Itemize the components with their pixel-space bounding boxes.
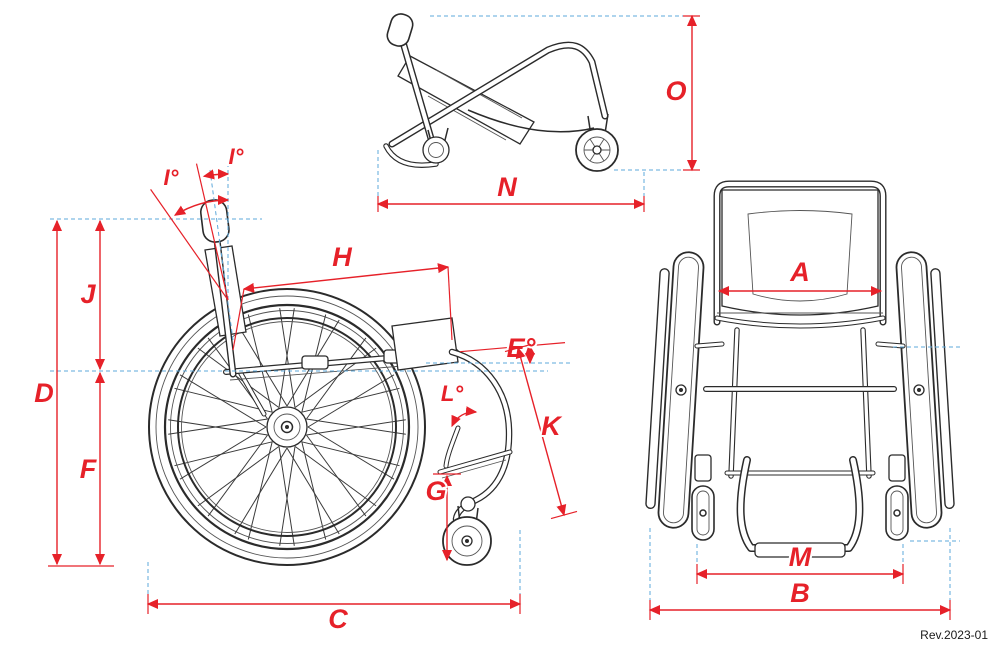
dim-label-l: L° bbox=[441, 381, 463, 406]
dim-label-i-2: I° bbox=[229, 144, 244, 169]
dimension-J: J bbox=[78, 219, 106, 371]
dim-label-f: F bbox=[80, 454, 98, 484]
dim-label-j: J bbox=[80, 279, 96, 309]
dim-label-d: D bbox=[34, 378, 54, 408]
revision-label: Rev.2023-01 bbox=[920, 628, 988, 642]
dim-label-g: G bbox=[425, 476, 446, 506]
dim-label-i-1: I° bbox=[164, 165, 179, 190]
front-view: A M B bbox=[645, 180, 960, 620]
folded-view: N O bbox=[376, 13, 700, 212]
dimension-I: I° I° bbox=[150, 142, 246, 301]
side-view: I° I° D J F H E° L° bbox=[32, 142, 578, 636]
dimension-G: G bbox=[423, 473, 461, 562]
dim-label-c: C bbox=[328, 604, 348, 634]
dimension-N: N bbox=[376, 150, 646, 212]
dimension-F: F bbox=[78, 371, 106, 566]
dim-label-n: N bbox=[497, 172, 517, 202]
dimension-M: M bbox=[695, 540, 905, 584]
dimension-B: B bbox=[648, 576, 952, 620]
dim-label-b: B bbox=[790, 578, 810, 608]
dimension-E: E° bbox=[459, 331, 566, 365]
dim-label-a: A bbox=[789, 257, 810, 287]
dimension-C: C bbox=[146, 594, 522, 636]
dimension-H: H bbox=[232, 240, 453, 351]
dimension-L: L° bbox=[439, 379, 478, 428]
dim-label-m: M bbox=[789, 542, 812, 572]
reference-lines-side bbox=[50, 166, 570, 612]
dimension-A: A bbox=[717, 255, 883, 297]
dimension-O: O bbox=[430, 14, 700, 172]
dim-label-h: H bbox=[332, 242, 352, 272]
folded-wheelchair-art bbox=[383, 13, 619, 172]
dim-label-o: O bbox=[665, 76, 686, 106]
dim-label-k: K bbox=[541, 411, 563, 441]
dimension-D: D bbox=[32, 219, 114, 567]
front-wheelchair-art bbox=[645, 180, 955, 558]
